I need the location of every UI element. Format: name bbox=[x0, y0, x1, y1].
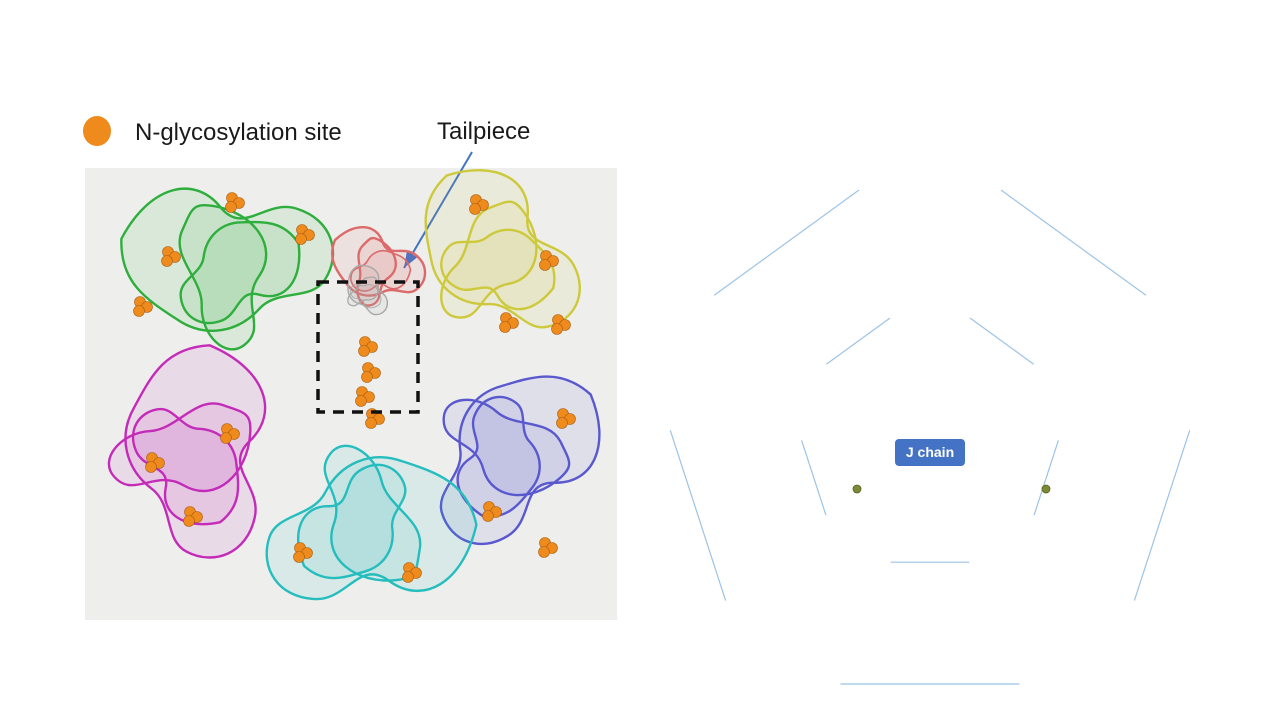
ribbon-path bbox=[131, 408, 240, 526]
glyco-sphere bbox=[133, 305, 145, 317]
ribbon-path bbox=[107, 402, 252, 493]
glyco-sphere bbox=[551, 323, 563, 335]
glyco-site bbox=[361, 362, 381, 383]
glyco-sphere bbox=[499, 321, 511, 333]
glyco-site bbox=[355, 386, 375, 407]
glyco-sphere bbox=[361, 371, 373, 383]
glyco-sphere bbox=[295, 233, 307, 245]
ribbon-path bbox=[265, 456, 478, 601]
protein-image-background bbox=[85, 168, 617, 620]
glyco-site bbox=[293, 542, 313, 563]
ribbon-path bbox=[178, 204, 268, 351]
glyco-site bbox=[183, 506, 203, 527]
glyco-site bbox=[469, 194, 489, 215]
glyco-site bbox=[556, 408, 576, 429]
glyco-site bbox=[220, 423, 240, 444]
connector-line-inner bbox=[801, 440, 827, 516]
ribbon-path bbox=[296, 463, 407, 580]
glyco-sphere bbox=[556, 417, 568, 429]
connector-line-inner bbox=[969, 317, 1035, 365]
glycosylation-legend-dot bbox=[83, 116, 111, 146]
connector-line-inner bbox=[1033, 440, 1059, 516]
tailpiece-label: Tailpiece bbox=[437, 118, 530, 145]
glyco-sphere bbox=[220, 432, 232, 444]
glyco-site bbox=[145, 452, 165, 473]
chain-green bbox=[120, 187, 335, 351]
glycosylation-legend-label: N-glycosylation site bbox=[135, 119, 342, 146]
connector-line-outer bbox=[1000, 189, 1147, 296]
glyco-site bbox=[133, 296, 153, 317]
glycosylation-sites bbox=[133, 192, 576, 583]
protein-structure-panel: N-glycosylation site Tailpiece bbox=[83, 116, 617, 620]
ribbon-path bbox=[424, 169, 581, 329]
connector-line-outer bbox=[669, 430, 727, 601]
connector-line-inner bbox=[825, 317, 891, 365]
glyco-sphere bbox=[539, 259, 551, 271]
glyco-sphere bbox=[355, 395, 367, 407]
ribbon-path bbox=[442, 398, 571, 497]
connector-line-outer bbox=[1133, 430, 1191, 601]
glyco-site bbox=[482, 501, 502, 522]
glyco-sphere bbox=[183, 515, 195, 527]
ribbon-path bbox=[124, 344, 267, 559]
j-chain-label: J chain bbox=[906, 444, 954, 460]
center-dot bbox=[852, 484, 862, 494]
glyco-sphere bbox=[145, 461, 157, 473]
glyco-sphere bbox=[402, 571, 414, 583]
chain-magenta bbox=[107, 344, 267, 559]
glyco-site bbox=[358, 336, 378, 357]
ribbon-path bbox=[120, 187, 335, 333]
glyco-sphere bbox=[358, 345, 370, 357]
j-chain-badge bbox=[895, 439, 965, 466]
chain-yellow bbox=[424, 169, 581, 329]
glyco-sphere bbox=[225, 201, 237, 213]
ribbon-path bbox=[323, 444, 422, 582]
ribbon-path bbox=[179, 220, 301, 325]
glyco-sphere bbox=[482, 510, 494, 522]
glyco-site bbox=[538, 537, 558, 558]
glyco-site bbox=[225, 192, 245, 213]
glyco-site bbox=[365, 408, 385, 429]
glyco-sphere bbox=[469, 203, 481, 215]
glyco-site bbox=[402, 562, 422, 583]
glyco-sphere bbox=[161, 255, 173, 267]
glyco-sphere bbox=[538, 546, 550, 558]
connector-line-outer bbox=[713, 189, 860, 296]
glyco-site bbox=[539, 250, 559, 271]
glyco-site bbox=[295, 224, 315, 245]
glyco-site bbox=[499, 312, 519, 333]
ribbon-path bbox=[456, 395, 541, 518]
ribbon-path bbox=[440, 228, 556, 311]
glyco-sphere bbox=[293, 551, 305, 563]
igm-pentamer-schematic: VL VH VH VL J chain bbox=[669, 189, 1191, 685]
glyco-site bbox=[161, 246, 181, 267]
chain-cyan bbox=[265, 444, 478, 601]
center-dots bbox=[852, 484, 1051, 494]
pentamer-connector-lines bbox=[669, 189, 1191, 685]
ribbon-path bbox=[349, 284, 382, 309]
chain-gray bbox=[347, 264, 389, 316]
center-dot bbox=[1041, 484, 1051, 494]
glyco-site bbox=[551, 314, 571, 335]
glyco-sphere bbox=[365, 417, 377, 429]
